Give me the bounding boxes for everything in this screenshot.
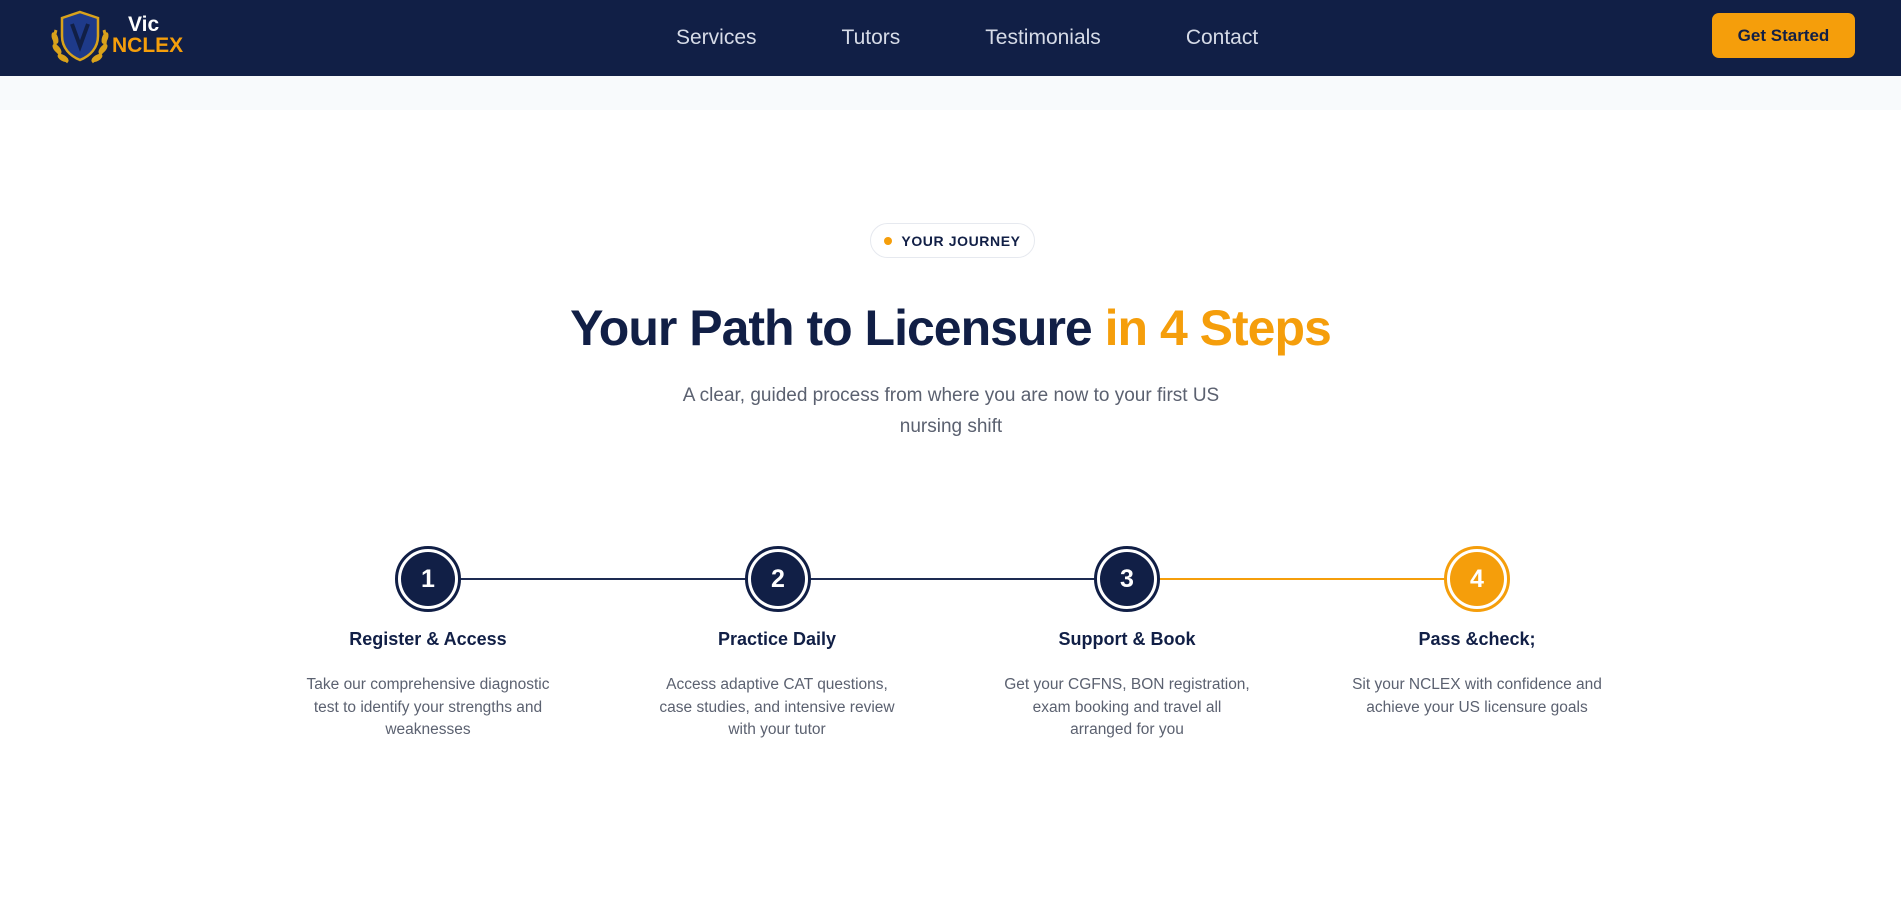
nav-link-testimonials[interactable]: Testimonials xyxy=(985,26,1101,49)
step-4-title: Pass &check; xyxy=(1418,629,1536,649)
heading-main: Your Path to Licensure xyxy=(570,300,1093,356)
step-connector-3 xyxy=(1158,578,1446,580)
step-3-number: 3 xyxy=(1100,552,1154,606)
section-heading: Your Path to Licensure in 4 Steps xyxy=(0,296,1901,360)
brand-name-top: Vic xyxy=(128,13,160,36)
step-1-description: Take our comprehensive diagnostic test t… xyxy=(306,676,550,738)
nav-link-services[interactable]: Services xyxy=(676,26,757,49)
step-3-title: Support & Book xyxy=(1058,629,1196,649)
badge-dot-icon xyxy=(884,236,893,245)
nav-link-contact[interactable]: Contact xyxy=(1185,26,1259,49)
top-navbar: Vic NCLEX Services Tutors Testimonials C… xyxy=(0,0,1901,76)
step-3-circle: 3 xyxy=(1094,546,1160,612)
main-nav: Services Tutors Testimonials Contact xyxy=(676,0,1258,76)
section-badge: YOUR JOURNEY xyxy=(870,223,1035,258)
heading-accent: in 4 Steps xyxy=(1104,300,1332,356)
step-2-circle: 2 xyxy=(745,546,811,612)
get-started-button[interactable]: Get Started xyxy=(1712,13,1855,58)
step-1-title: Register & Access xyxy=(349,629,507,649)
header-divider-strip xyxy=(0,76,1901,110)
step-3-description: Get your CGFNS, BON registration, exam b… xyxy=(1004,676,1250,738)
shield-laurel-icon xyxy=(51,10,109,64)
step-connector-1 xyxy=(458,578,746,580)
brand-name-bottom: NCLEX xyxy=(112,34,184,57)
step-2-number: 2 xyxy=(751,552,805,606)
step-4-circle: 4 xyxy=(1444,546,1510,612)
nav-link-tutors[interactable]: Tutors xyxy=(841,26,901,49)
brand-logo[interactable]: Vic NCLEX xyxy=(48,8,188,68)
step-2-title: Practice Daily xyxy=(717,629,837,649)
step-4-description: Sit your NCLEX with confidence and achie… xyxy=(1352,676,1602,716)
step-connector-2 xyxy=(808,578,1096,580)
step-1-number: 1 xyxy=(401,552,455,606)
step-4-number: 4 xyxy=(1450,552,1504,606)
brand-wordmark: Vic NCLEX xyxy=(112,14,183,57)
badge-label: YOUR JOURNEY xyxy=(901,232,1021,249)
step-2-description: Access adaptive CAT questions, case stud… xyxy=(659,676,895,738)
section-subtitle: A clear, guided process from where you a… xyxy=(682,385,1220,437)
step-1-circle: 1 xyxy=(395,546,461,612)
